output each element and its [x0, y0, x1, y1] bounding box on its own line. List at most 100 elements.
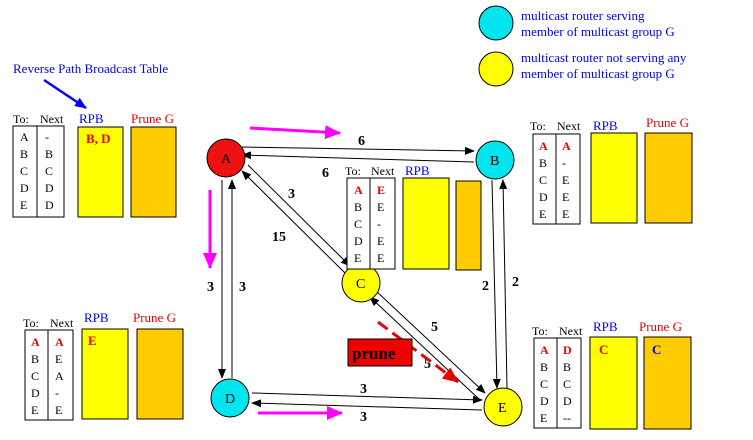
table-a-to-cell: E	[20, 198, 27, 212]
legend-serving-line2: member of multicast group G	[521, 24, 675, 39]
router-d-circle	[210, 378, 250, 418]
router-e[interactable]: E	[483, 387, 523, 427]
legend-serving-line1: multicast router serving	[521, 8, 645, 23]
table-e-to-cell: D	[540, 394, 549, 408]
link-c-to-a	[241, 170, 347, 275]
table-b-next-cell: E	[562, 173, 569, 187]
table-e-prune-label: Prune G	[639, 319, 682, 334]
table-b-to-col: A B C D E	[539, 139, 548, 221]
routing-table-b: To: Next A B C D E A - E E E RPB Prune G	[530, 115, 693, 225]
router-d[interactable]: D	[210, 378, 250, 418]
link-costs: 6 6 3 15 3 3 2 2 5 5 3 3	[207, 134, 519, 425]
cost-ad-left: 3	[207, 280, 214, 295]
cost-de-upper: 3	[360, 382, 367, 397]
cost-ca-lower: 15	[272, 230, 286, 245]
routing-table-a: To: Next A B C D E - B C D D RPB B, D Pr…	[12, 111, 177, 218]
table-c-to-cell: E	[354, 251, 361, 265]
table-b-to-label: To:	[530, 119, 546, 133]
table-b-next-label: Next	[557, 119, 581, 133]
table-e-to-cell: B	[540, 360, 548, 374]
table-a-to-cell: B	[20, 147, 28, 161]
table-d-to-cell: D	[31, 386, 40, 400]
router-d-label: D	[225, 392, 235, 407]
legend-not-serving-line1: multicast router not serving any	[521, 50, 687, 65]
table-b-rpb-box	[590, 132, 638, 224]
table-a-next-label: Next	[40, 112, 64, 126]
table-d-to-cell: E	[31, 403, 38, 417]
table-d-prune-label: Prune G	[133, 310, 176, 325]
table-c-to-cell: B	[354, 200, 362, 214]
table-a-to-cell: A	[20, 130, 29, 144]
table-d-to-cell: A	[31, 335, 40, 349]
table-d-next-cell: A	[55, 369, 64, 383]
table-c-next-cell: E	[377, 183, 385, 197]
table-d-rpb-value: E	[88, 333, 97, 348]
table-d-to-label: To:	[23, 316, 39, 330]
table-a-next-cell: C	[45, 164, 53, 178]
table-b-to-cell: E	[539, 207, 546, 221]
table-b-prune-label: Prune G	[646, 115, 689, 130]
table-e-prune-value: C	[652, 342, 661, 357]
flow-arrows	[203, 125, 343, 420]
table-a-next-cell: B	[45, 147, 53, 161]
router-a[interactable]: A	[206, 138, 246, 178]
table-e-next-cell: C	[563, 377, 571, 391]
table-b-rpb-label: RPB	[593, 118, 618, 133]
table-d-rpb-label: RPB	[84, 310, 109, 325]
router-c[interactable]: C	[341, 263, 381, 303]
table-a-to-cell: D	[20, 181, 29, 195]
cost-ec-lower: 5	[424, 357, 431, 372]
table-e-next-cell: --	[563, 411, 571, 425]
table-d-to-cell: C	[31, 369, 39, 383]
link-b-to-e	[491, 179, 501, 389]
router-b[interactable]: B	[475, 140, 515, 180]
table-a-next-cell: D	[45, 198, 54, 212]
table-a-frame	[12, 125, 65, 218]
table-d-to-col: A B C D E	[31, 335, 40, 417]
table-c-to-label: To:	[345, 164, 361, 178]
table-e-rpb-label: RPB	[593, 319, 618, 334]
table-b-prune-box	[644, 132, 693, 224]
routing-table-c: To: Next A B C D E E E - E E RPB	[345, 163, 482, 271]
table-b-next-cell: E	[562, 190, 569, 204]
table-a-to-cell: C	[20, 164, 28, 178]
table-d-next-col: A E A - E	[55, 335, 64, 417]
table-e-to-col: A B C D E	[540, 343, 549, 425]
rpb-note: Reverse Path Broadcast Table	[13, 61, 168, 76]
table-a-prune-box	[130, 126, 177, 218]
table-e-next-label: Next	[559, 324, 583, 338]
table-d-rpb-box	[81, 328, 129, 420]
router-a-circle	[206, 138, 246, 178]
table-b-to-cell: D	[539, 190, 548, 204]
cost-ac-upper: 3	[288, 187, 295, 202]
table-c-next-cell: -	[377, 217, 381, 231]
table-e-rpb-value: C	[599, 342, 608, 357]
link-a-to-b	[241, 146, 475, 155]
table-e-next-cell: D	[563, 394, 572, 408]
cost-ab-top: 6	[358, 134, 365, 149]
router-c-label: C	[356, 277, 365, 292]
table-a-rpb-value: B, D	[86, 131, 111, 146]
link-d-to-e	[251, 392, 483, 404]
router-e-circle	[483, 387, 523, 427]
table-a-next-cell: -	[45, 130, 49, 144]
table-c-to-cell: C	[354, 217, 362, 231]
table-b-next-col: A - E E E	[562, 139, 571, 221]
table-a-next-col: - B C D D	[45, 130, 54, 212]
table-d-next-cell: E	[55, 403, 62, 417]
link-e-to-b	[499, 179, 508, 389]
table-c-next-cell: E	[377, 234, 384, 248]
link-a-to-c	[247, 164, 351, 267]
table-d-next-cell: -	[55, 386, 59, 400]
table-a-rpb-label: RPB	[79, 111, 104, 126]
cost-eb-right: 2	[512, 275, 519, 290]
router-a-label: A	[221, 152, 232, 167]
table-d-prune-box	[136, 328, 184, 420]
flow-arrow-a-to-b	[249, 125, 341, 140]
table-c-to-cell: D	[354, 234, 363, 248]
table-c-frame	[346, 177, 396, 270]
routing-table-e: To: Next A B C D E D B C D -- RPB C Prun…	[532, 319, 692, 430]
table-c-rpb-box	[402, 177, 450, 270]
prune-message: prune	[347, 320, 459, 384]
table-d-frame	[24, 329, 74, 421]
